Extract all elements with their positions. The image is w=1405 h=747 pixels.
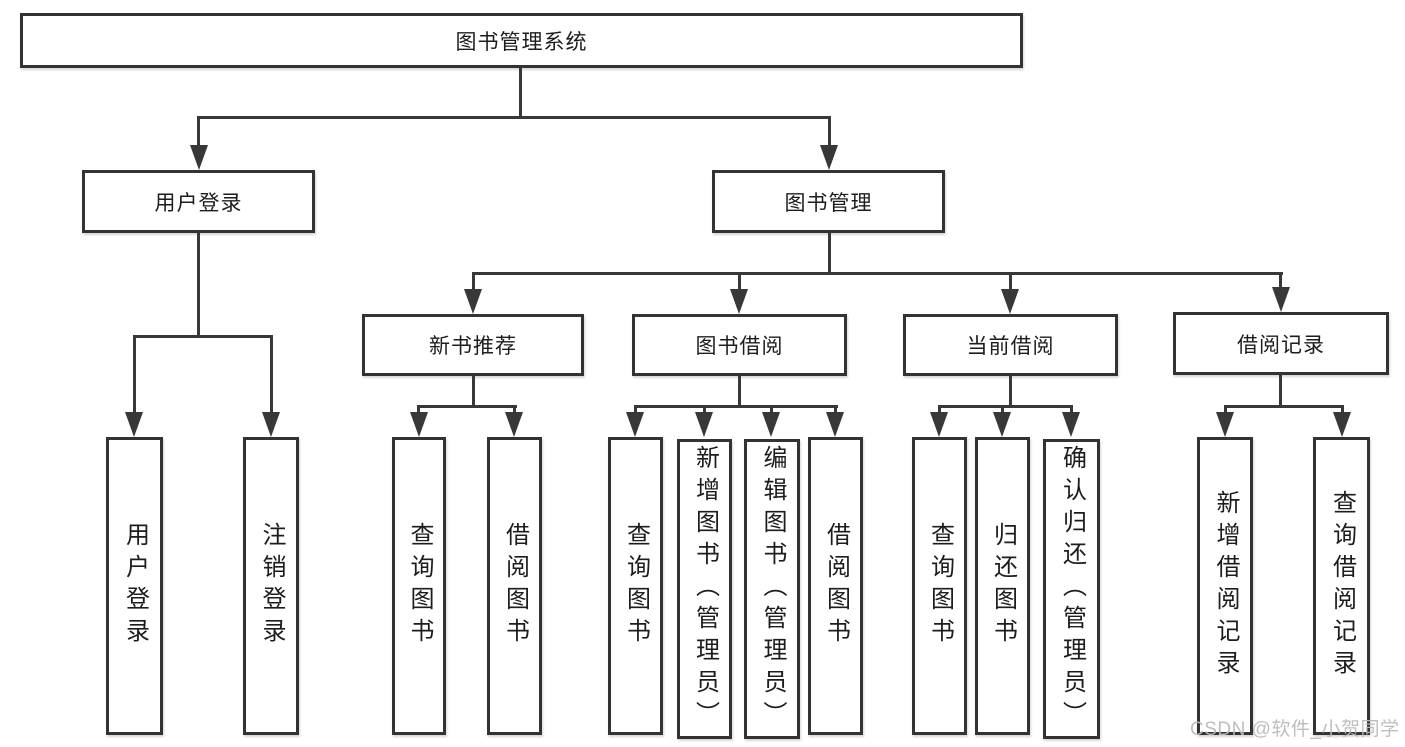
connector-line xyxy=(1009,376,1012,407)
leaf-recommend-query-books-label: 查询图书 xyxy=(406,522,433,650)
connector-line xyxy=(1224,405,1227,415)
node-borrowing-records-label: 借阅记录 xyxy=(1237,333,1325,357)
connector-line xyxy=(938,405,941,415)
connector-line xyxy=(197,233,200,338)
leaf-records-query-record: 查询借阅记录 xyxy=(1313,437,1370,735)
node-current-borrowing: 当前借阅 xyxy=(903,314,1118,376)
leaf-current-query-books-label: 查询图书 xyxy=(926,522,954,650)
watermark: CSDN @软件_小贺同学 xyxy=(1190,719,1400,740)
node-root-label: 图书管理系统 xyxy=(455,30,588,54)
arrow-down-icon xyxy=(190,145,208,170)
arrow-down-icon xyxy=(826,412,844,437)
connector-line xyxy=(770,405,773,415)
arrow-down-icon xyxy=(993,412,1011,437)
connector-line xyxy=(472,272,1283,275)
connector-line xyxy=(1279,375,1282,407)
leaf-recommend-borrow-books: 借阅图书 xyxy=(487,437,542,735)
node-current-borrowing-label: 当前借阅 xyxy=(966,335,1055,358)
arrow-down-icon xyxy=(1272,287,1290,312)
leaf-user-login: 用户登录 xyxy=(106,437,163,735)
connector-line xyxy=(1341,405,1344,415)
connector-line xyxy=(197,116,831,119)
leaf-records-query-record-label: 查询借阅记录 xyxy=(1328,490,1356,682)
connector-line xyxy=(634,405,637,415)
connector-line xyxy=(270,335,273,413)
leaf-borrow-add-books-admin-label: 新增图书（管理员） xyxy=(691,445,719,733)
arrow-down-icon xyxy=(464,289,482,314)
connector-line xyxy=(519,68,522,119)
connector-line xyxy=(417,405,420,415)
connector-line xyxy=(1224,405,1344,408)
connector-line xyxy=(703,405,706,415)
connector-line xyxy=(634,405,838,408)
leaf-logout-label: 注销登录 xyxy=(258,522,285,650)
connector-line xyxy=(417,405,517,408)
leaf-borrow-edit-books-admin: 编辑图书（管理员） xyxy=(744,439,800,739)
arrow-down-icon xyxy=(1216,412,1234,437)
arrow-down-icon xyxy=(262,412,280,437)
arrow-down-icon xyxy=(410,412,428,437)
arrow-down-icon xyxy=(762,412,780,437)
leaf-current-confirm-return-admin: 确认归还（管理员） xyxy=(1043,439,1100,739)
connector-line xyxy=(472,376,475,407)
leaf-borrow-edit-books-admin-label: 编辑图书（管理员） xyxy=(759,445,786,733)
arrow-down-icon xyxy=(1333,412,1351,437)
leaf-recommend-query-books: 查询图书 xyxy=(392,437,446,735)
connector-line xyxy=(197,116,200,148)
node-borrowing-records: 借阅记录 xyxy=(1173,312,1389,375)
node-user-login-label: 用户登录 xyxy=(154,191,243,215)
connector-line xyxy=(834,405,837,415)
arrow-down-icon xyxy=(505,412,523,437)
leaf-current-confirm-return-admin-label: 确认归还（管理员） xyxy=(1058,445,1086,733)
connector-line xyxy=(828,116,831,148)
leaf-user-login-label: 用户登录 xyxy=(121,522,149,650)
leaf-borrow-borrow-books: 借阅图书 xyxy=(808,437,863,735)
node-new-book-recommendation: 新书推荐 xyxy=(362,314,584,376)
arrow-down-icon xyxy=(730,289,748,314)
connector-line xyxy=(828,233,831,275)
leaf-current-return-books: 归还图书 xyxy=(975,437,1030,735)
node-new-book-recommendation-label: 新书推荐 xyxy=(429,335,517,358)
node-book-borrowing-label: 图书借阅 xyxy=(695,335,784,358)
arrow-down-icon xyxy=(1062,412,1080,437)
connector-line xyxy=(738,272,741,292)
arrow-down-icon xyxy=(820,145,838,170)
leaf-records-add-record-label: 新增借阅记录 xyxy=(1212,490,1239,682)
leaf-recommend-borrow-books-label: 借阅图书 xyxy=(501,522,529,650)
connector-line xyxy=(1001,405,1004,415)
leaf-borrow-add-books-admin: 新增图书（管理员） xyxy=(677,439,732,739)
leaf-borrow-borrow-books-label: 借阅图书 xyxy=(822,522,850,650)
connector-line xyxy=(133,335,136,413)
leaf-logout: 注销登录 xyxy=(243,437,299,735)
arrow-down-icon xyxy=(695,412,713,437)
node-book-management: 图书管理 xyxy=(712,170,945,233)
node-user-login: 用户登录 xyxy=(82,170,315,233)
arrow-down-icon xyxy=(626,412,644,437)
connector-line xyxy=(1279,272,1282,292)
leaf-current-return-books-label: 归还图书 xyxy=(989,522,1017,650)
arrow-down-icon xyxy=(1001,289,1019,314)
leaf-borrow-query-books-label: 查询图书 xyxy=(622,522,650,650)
connector-line xyxy=(513,405,516,415)
connector-line xyxy=(472,272,475,292)
connector-line xyxy=(738,376,741,407)
leaf-current-query-books: 查询图书 xyxy=(912,437,967,735)
arrow-down-icon xyxy=(930,412,948,437)
leaf-records-add-record: 新增借阅记录 xyxy=(1197,437,1253,735)
node-root: 图书管理系统 xyxy=(20,13,1023,68)
node-book-borrowing: 图书借阅 xyxy=(632,314,847,376)
leaf-borrow-query-books: 查询图书 xyxy=(608,437,663,735)
connector-line xyxy=(938,405,1073,408)
connector-line xyxy=(133,335,273,338)
connector-line xyxy=(1070,405,1073,415)
node-book-management-label: 图书管理 xyxy=(784,191,873,215)
connector-line xyxy=(1009,272,1012,292)
arrow-down-icon xyxy=(125,412,143,437)
